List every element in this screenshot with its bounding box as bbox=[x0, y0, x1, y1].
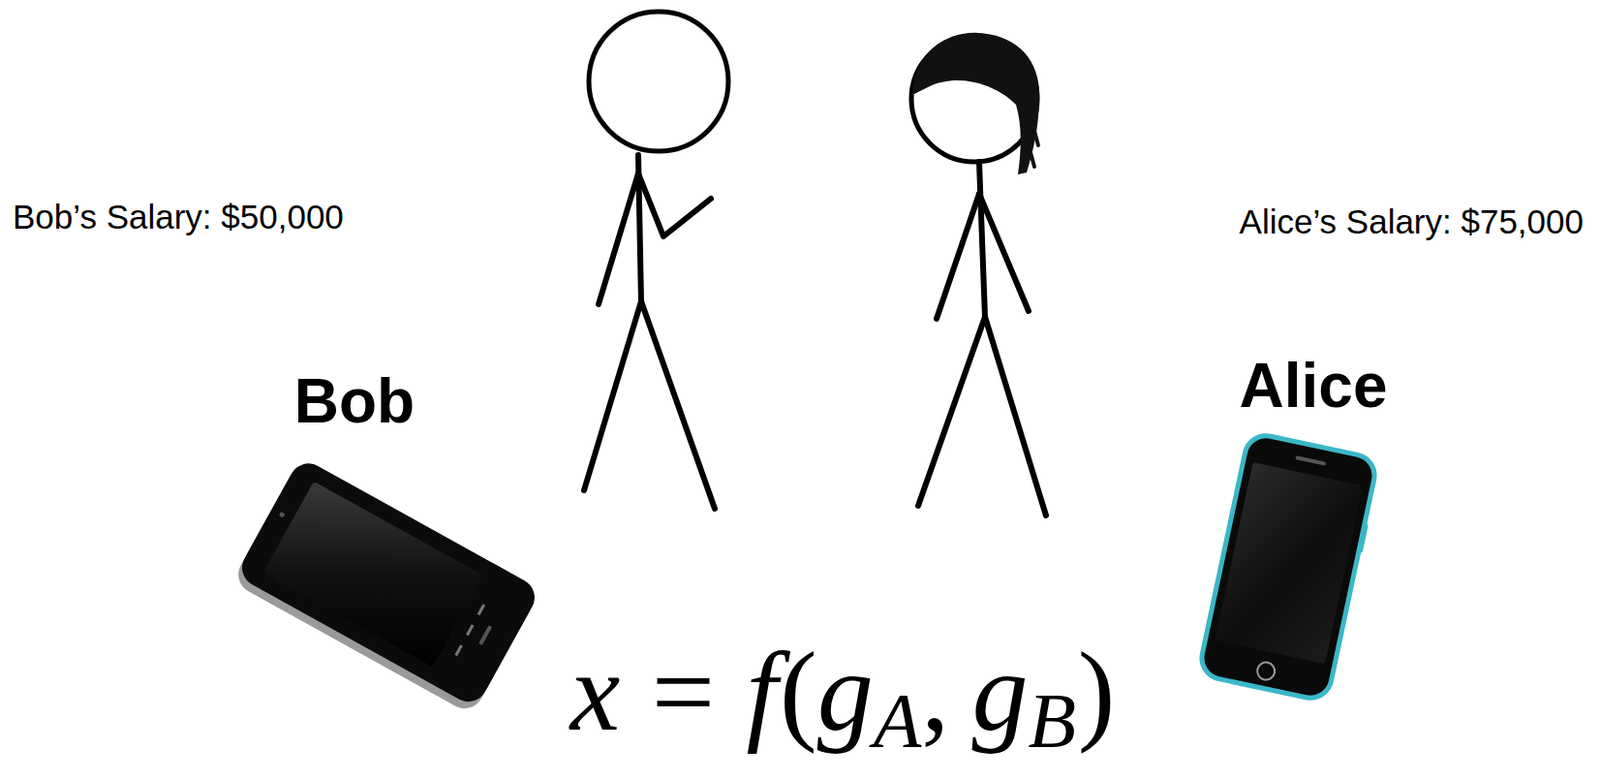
formula-symbol: ) bbox=[1077, 629, 1116, 754]
formula-symbol: f bbox=[746, 629, 778, 754]
alice-hair bbox=[912, 32, 1040, 175]
formula-symbol: g bbox=[817, 629, 874, 754]
salary-label-text: Bob’s Salary: $50,000 bbox=[12, 197, 344, 236]
formula-symbol: g bbox=[971, 629, 1028, 754]
person-name-text: Alice bbox=[1239, 350, 1388, 421]
salary-label-text: Alice’s Salary: $75,000 bbox=[1239, 202, 1584, 241]
formula: x=f(gA,gB) bbox=[570, 635, 1116, 748]
bob-phone bbox=[231, 456, 542, 715]
alice-phone bbox=[1198, 431, 1383, 704]
formula-symbol: x bbox=[570, 629, 621, 754]
bob-figure bbox=[584, 11, 729, 509]
formula-symbol: B bbox=[1027, 676, 1077, 765]
formula-symbol: A bbox=[873, 676, 923, 765]
person-name-text: Bob bbox=[294, 366, 415, 436]
person-name: Bob bbox=[294, 369, 415, 432]
salary-label: Alice’s Salary: $75,000 bbox=[1239, 204, 1584, 239]
formula-symbol: ( bbox=[779, 629, 818, 754]
formula-symbol: , bbox=[921, 629, 950, 754]
person-name: Alice bbox=[1239, 354, 1388, 417]
formula-symbol: = bbox=[651, 629, 715, 754]
salary-label: Bob’s Salary: $50,000 bbox=[12, 199, 344, 234]
